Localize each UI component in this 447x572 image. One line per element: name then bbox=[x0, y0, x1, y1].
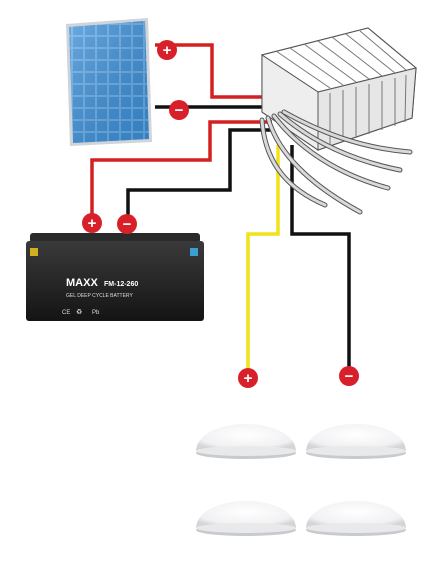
terminal-solar-negative-label: − bbox=[175, 102, 184, 119]
lamp-top-right bbox=[306, 424, 406, 459]
lamp-bottom-right bbox=[306, 501, 406, 536]
solar-panel-icon bbox=[66, 18, 152, 146]
terminal-solar-negative: − bbox=[169, 100, 189, 120]
terminal-solar-positive-label: + bbox=[163, 42, 172, 59]
battery-subtitle: GEL DEEP CYCLE BATTERY bbox=[66, 293, 133, 299]
load-negative-wire bbox=[290, 145, 351, 368]
lamp-top-left bbox=[196, 424, 296, 459]
load-positive-wire bbox=[246, 145, 280, 372]
terminal-load-negative: − bbox=[339, 366, 359, 386]
lamp-bottom-left bbox=[196, 501, 296, 536]
terminal-load-positive: + bbox=[238, 368, 258, 388]
terminal-battery-negative-label: − bbox=[123, 216, 132, 233]
battery-cert-recycle: ♻ bbox=[76, 309, 82, 316]
ceiling-lamp-icon bbox=[196, 424, 406, 536]
terminal-load-positive-label: + bbox=[244, 370, 253, 387]
battery-negative-wire bbox=[126, 128, 272, 222]
load-wires bbox=[246, 145, 351, 372]
battery-model: FM-12-260 bbox=[104, 281, 138, 288]
solar-positive-wire bbox=[155, 43, 272, 99]
battery-positive-wire bbox=[90, 120, 272, 222]
terminal-solar-positive: + bbox=[157, 40, 177, 60]
terminal-battery-negative: − bbox=[117, 214, 137, 234]
terminal-battery-positive-label: + bbox=[88, 215, 97, 232]
battery-cert-ce: CE bbox=[62, 310, 70, 316]
battery-brand: MAXX bbox=[66, 277, 98, 289]
terminal-load-negative-label: − bbox=[345, 368, 354, 385]
battery-wires bbox=[90, 120, 272, 222]
battery-icon: MAXX FM-12-260 GEL DEEP CYCLE BATTERY CE… bbox=[26, 233, 204, 321]
charge-controller-icon bbox=[259, 27, 418, 215]
terminal-battery-positive: + bbox=[82, 213, 102, 233]
battery-cert-pb: Pb bbox=[92, 310, 100, 316]
